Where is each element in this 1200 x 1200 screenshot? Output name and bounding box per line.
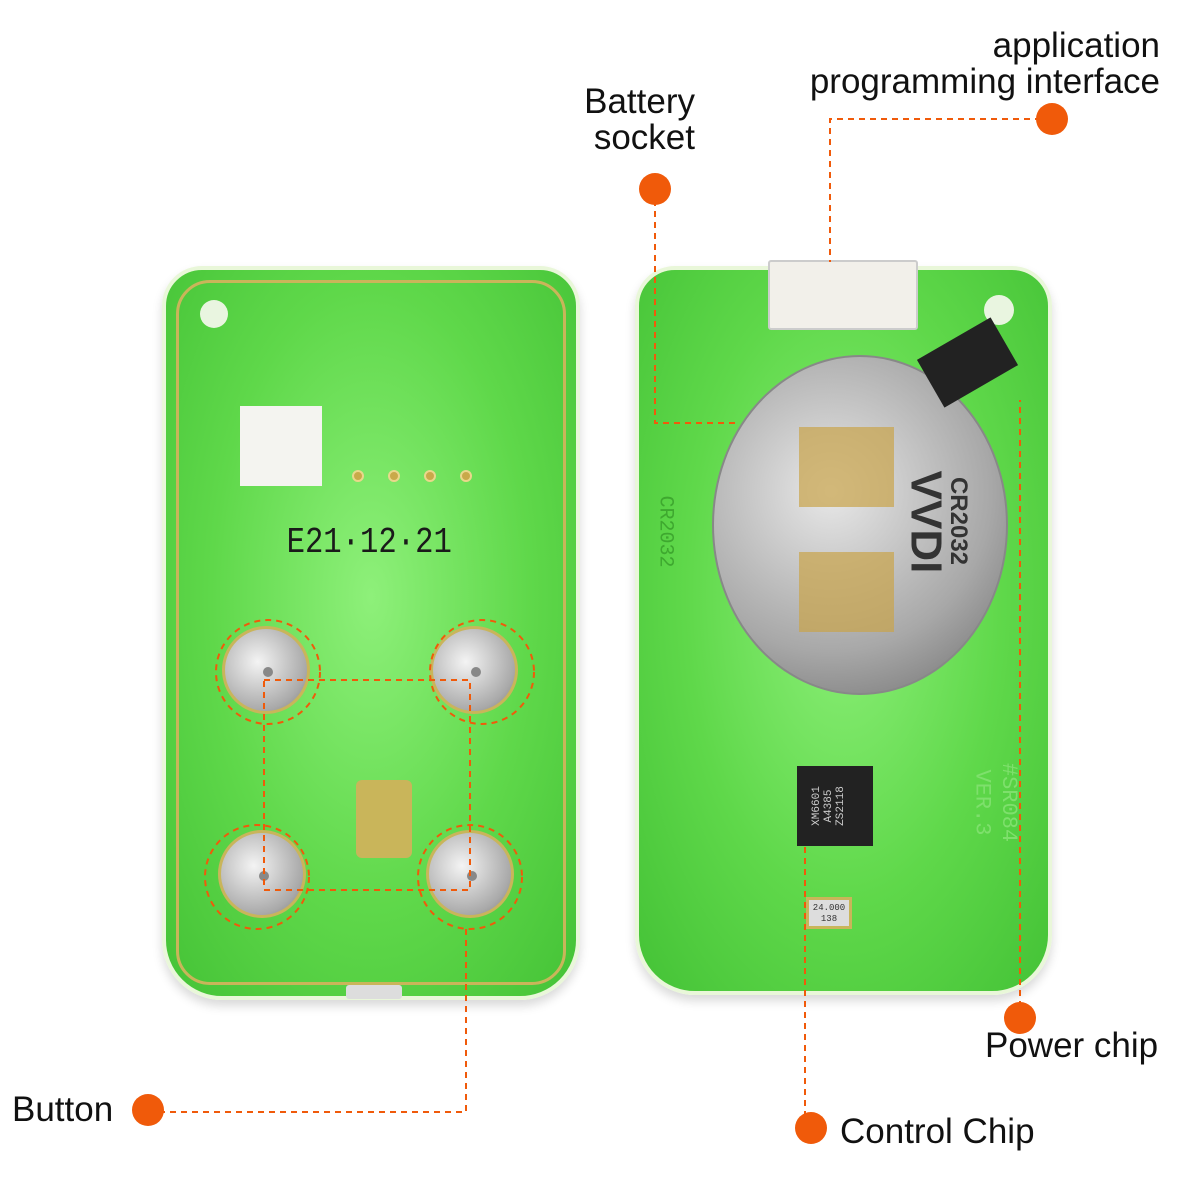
button-highlight bbox=[215, 619, 321, 725]
contact-pad bbox=[356, 780, 412, 858]
label-sticker bbox=[240, 406, 322, 486]
battery-label-line-1: Battery bbox=[584, 82, 695, 121]
button-link bbox=[263, 679, 471, 891]
holder-window bbox=[799, 552, 894, 632]
battery-socket: VVDI CR2032 bbox=[712, 355, 1008, 695]
pad bbox=[460, 470, 472, 482]
pad bbox=[352, 470, 364, 482]
battery-leader bbox=[654, 189, 735, 424]
button-highlight bbox=[417, 824, 523, 930]
button-highlight bbox=[204, 824, 310, 930]
api-label-line-2: programming interface bbox=[809, 62, 1160, 101]
crystal-line-1: 24.000 bbox=[812, 903, 846, 913]
button-top-right bbox=[430, 626, 518, 714]
pcb-trace bbox=[176, 280, 566, 985]
power-chip-dot bbox=[1004, 1002, 1036, 1034]
api-label: application programming interface bbox=[810, 28, 1160, 100]
pad bbox=[424, 470, 436, 482]
control-chip-label: Control Chip bbox=[840, 1112, 1035, 1151]
pad bbox=[388, 470, 400, 482]
battery-label: Battery socket bbox=[584, 84, 695, 156]
mount-hole bbox=[200, 300, 228, 328]
crystal: 24.000 138 bbox=[806, 897, 852, 929]
button-top-left bbox=[222, 626, 310, 714]
button-bottom-left bbox=[218, 830, 306, 918]
battery-dot bbox=[639, 173, 671, 205]
battery-label-line-2: socket bbox=[593, 118, 695, 157]
led bbox=[346, 985, 402, 999]
api-label-line-1: application bbox=[992, 26, 1160, 65]
button-highlight bbox=[429, 619, 535, 725]
api-leader bbox=[829, 118, 1052, 262]
button-dot bbox=[132, 1094, 164, 1126]
holder-window bbox=[799, 427, 894, 507]
api-connector bbox=[768, 260, 918, 330]
button-leader bbox=[148, 925, 467, 1113]
api-dot bbox=[1036, 103, 1068, 135]
power-chip-label: Power chip bbox=[985, 1026, 1159, 1065]
button-label: Button bbox=[12, 1090, 114, 1129]
control-chip-dot bbox=[795, 1112, 827, 1144]
crystal-line-2: 138 bbox=[820, 914, 838, 924]
date-code: E21·12·21 bbox=[286, 522, 452, 563]
